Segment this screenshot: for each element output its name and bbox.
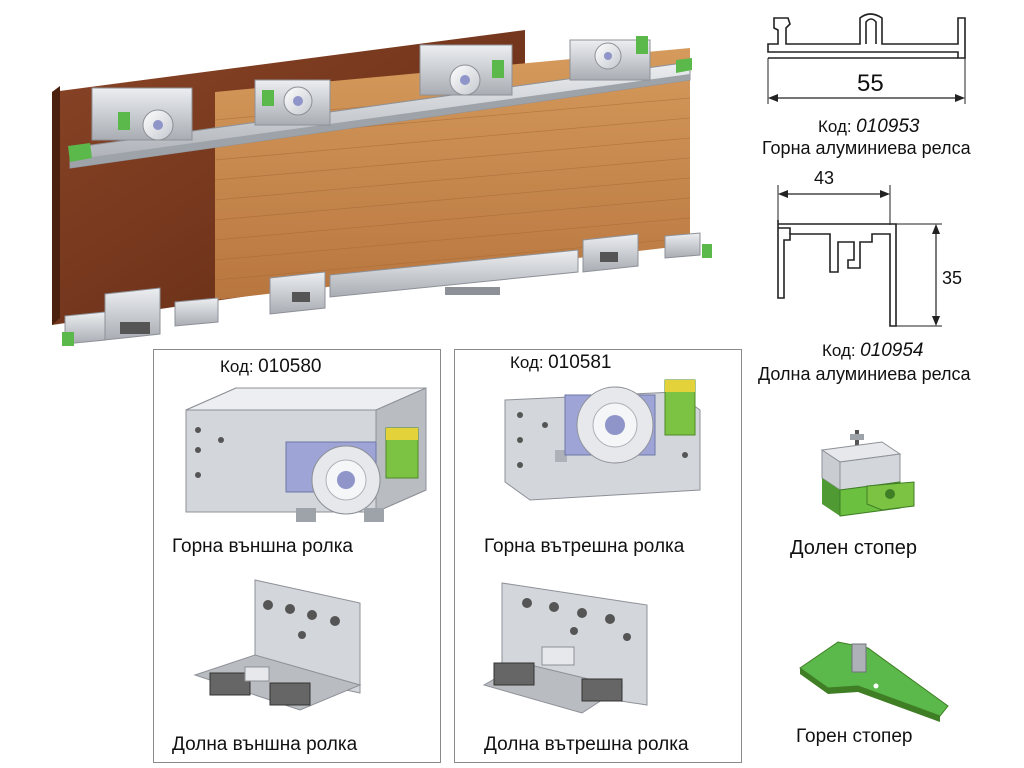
outer-set-code: Код: 010580 <box>220 356 322 378</box>
top-rail-code-prefix: Код: <box>818 117 852 136</box>
bottom-roller-2 <box>582 233 639 273</box>
outer-set-code-number: 010580 <box>258 356 322 377</box>
bottom-rail-width-dimension: 43 <box>814 168 835 188</box>
top-roller-2 <box>254 79 331 126</box>
bottom-rail-code: Код: 010954 <box>822 340 924 362</box>
bottom-roller-3 <box>104 287 161 341</box>
bottom-rail-illustration <box>329 249 579 298</box>
bottom-roller-1 <box>269 271 326 315</box>
top-rail-width-dimension: 55 <box>857 70 884 97</box>
outer-set-code-prefix: Код: <box>220 357 254 376</box>
lower-stopper-image <box>820 430 915 517</box>
inner-set-code-prefix: Код: <box>510 353 544 372</box>
bottom-rail-name: Долна алуминиева релса <box>758 364 971 384</box>
door-assembly-illustration <box>52 30 712 346</box>
top-roller-4 <box>569 36 651 81</box>
top-rail-code-number: 010953 <box>856 116 920 137</box>
top-rail-name: Горна алуминиева релса <box>762 138 971 158</box>
bottom-rail-code-prefix: Код: <box>822 341 856 360</box>
upper-outer-roller-label: Горна външна ролка <box>172 536 354 557</box>
upper-outer-roller-image <box>185 387 427 522</box>
upper-inner-roller-label: Горна вътрешна ролка <box>484 536 685 557</box>
inner-set-code-number: 010581 <box>548 352 612 373</box>
upper-stopper-image <box>799 641 949 722</box>
lower-stopper-label: Долен стопер <box>790 537 917 559</box>
bottom-rail-code-number: 010954 <box>860 340 924 361</box>
top-roller-3 <box>419 44 513 96</box>
inner-set-code: Код: 010581 <box>510 352 612 374</box>
top-rail-profile-drawing <box>767 13 966 104</box>
upper-stopper-label: Горен стопер <box>796 726 913 747</box>
bottom-rail-profile-drawing <box>777 185 942 327</box>
lower-inner-roller-label: Долна вътрешна ролка <box>484 734 689 755</box>
lower-outer-roller-image <box>193 579 362 711</box>
lower-inner-roller-image <box>482 582 648 714</box>
top-rail-code: Код: 010953 <box>818 116 920 138</box>
bottom-rail-height-dimension: 35 <box>942 268 963 288</box>
lower-outer-roller-label: Долна външна ролка <box>172 734 358 755</box>
top-roller-1 <box>91 87 193 141</box>
upper-inner-roller-image <box>504 379 701 501</box>
